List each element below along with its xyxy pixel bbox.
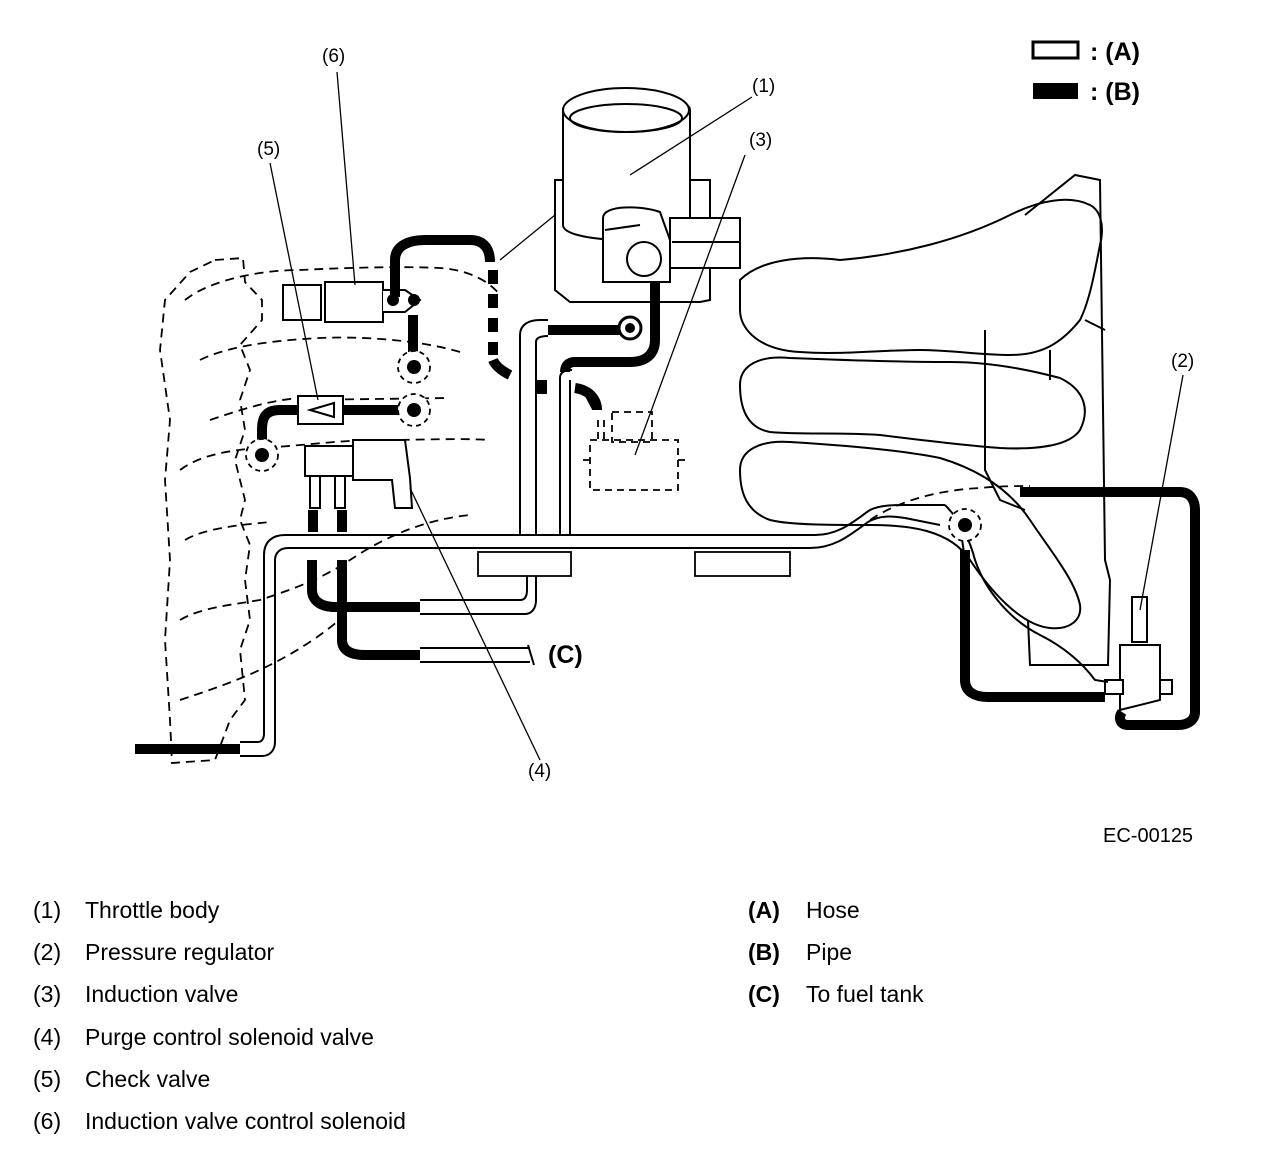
callout-6: (6) (322, 46, 345, 67)
parts-caption: (1) Throttle body (2) Pressure regulator (… (0, 890, 1264, 1150)
part-num: (6) (33, 1108, 62, 1134)
engine-vacuum-diagram: : (A) : (B) (135, 38, 1200, 847)
callout-4: (4) (528, 761, 551, 782)
part-row-2: (2) Pressure regulator (33, 932, 274, 972)
callout-3: (3) (749, 130, 772, 151)
key-name: Pipe (806, 939, 853, 965)
part-num: (3) (33, 981, 62, 1007)
key-row-b: (B) Pipe (748, 932, 852, 972)
part-row-5: (5) Check valve (33, 1059, 210, 1099)
part-name: Throttle body (85, 897, 220, 923)
to-fuel-tank-label: (C) (548, 641, 583, 669)
part-name: Purge control solenoid valve (85, 1024, 374, 1050)
induction-valve (578, 411, 688, 491)
key-num: (C) (748, 981, 780, 1007)
part-num: (5) (33, 1066, 62, 1092)
key-row-c: (C) To fuel tank (748, 974, 924, 1014)
part-num: (4) (33, 1024, 62, 1050)
part-name: Pressure regulator (85, 939, 275, 965)
hoses (240, 319, 1109, 757)
leader-lines (269, 71, 1184, 761)
part-num: (2) (33, 939, 62, 965)
callout-5: (5) (257, 139, 280, 160)
key-name: To fuel tank (806, 981, 924, 1007)
dashed-pipes (488, 270, 603, 413)
mounting-brackets (477, 551, 791, 577)
part-num: (1) (33, 897, 62, 923)
legend: : (A) : (B) (1031, 38, 1140, 106)
intake-manifold (738, 173, 1112, 666)
solid-pipes (135, 235, 1200, 754)
part-name: Induction valve (85, 981, 239, 1007)
key-num: (A) (748, 897, 780, 923)
part-row-4: (4) Purge control solenoid valve (33, 1017, 374, 1057)
check-valve (297, 395, 344, 425)
vacuum-ports (245, 315, 982, 542)
legend-label-a: : (A) (1090, 38, 1140, 66)
callout-1: (1) (752, 76, 775, 97)
legend-label-b: : (B) (1090, 78, 1140, 106)
part-row-1: (1) Throttle body (33, 890, 219, 930)
part-name: Check valve (85, 1066, 211, 1092)
figure-code: EC-00125 (1103, 825, 1193, 847)
purge-control-solenoid-valve (304, 439, 414, 509)
key-num: (B) (748, 939, 780, 965)
pressure-regulator (1104, 596, 1173, 712)
callout-2: (2) (1171, 351, 1194, 372)
key-name: Hose (806, 897, 860, 923)
throttle-body (554, 87, 741, 303)
key-row-a: (A) Hose (748, 890, 860, 930)
legend-swatch-pipe (1033, 83, 1078, 99)
legend-swatch-hose (1031, 40, 1080, 60)
part-row-6: (6) Induction valve control solenoid (33, 1101, 406, 1141)
part-name: Induction valve control solenoid (85, 1108, 406, 1134)
callouts: (6) (5) (1) (3) (2) (4) (C) EC-00125 (257, 46, 1194, 847)
induction-valve-control-solenoid (282, 281, 422, 323)
part-row-3: (3) Induction valve (33, 974, 238, 1014)
